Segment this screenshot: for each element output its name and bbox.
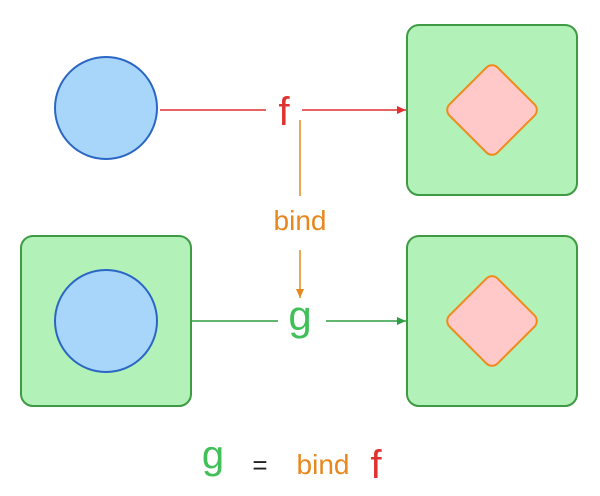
- boxed-result-bottom: [406, 235, 578, 407]
- boxed-input-bottom: [20, 235, 192, 407]
- equation-bind: bind: [297, 449, 350, 480]
- equation-g: g: [202, 433, 224, 477]
- equation: g = bind f: [202, 433, 383, 487]
- boxed-value-circle: [54, 269, 158, 373]
- equation-equals: =: [252, 450, 267, 480]
- equation-f: f: [370, 443, 382, 487]
- f-label: f: [278, 90, 290, 134]
- diamond-top-right: [446, 64, 538, 156]
- bind-label: bind: [274, 205, 327, 236]
- diamond-bottom-right: [446, 275, 538, 367]
- g-label: g: [288, 292, 311, 339]
- plain-value-circle: [54, 56, 158, 160]
- boxed-result-top: [406, 24, 578, 196]
